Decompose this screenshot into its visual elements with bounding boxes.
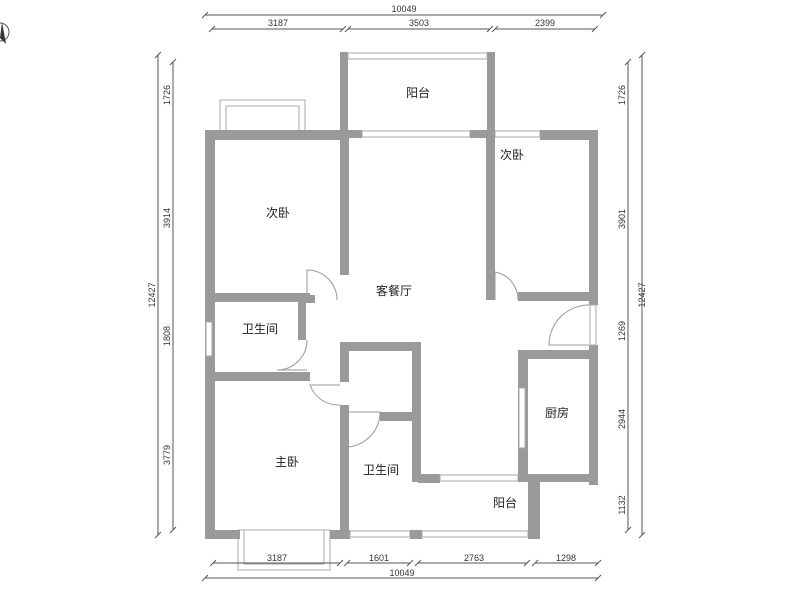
dim-right-4: 2944 xyxy=(617,409,627,429)
compass-icon xyxy=(0,22,10,44)
dimension-tick xyxy=(599,11,607,19)
dim-top-1: 3187 xyxy=(268,18,288,28)
dimension-tick xyxy=(624,526,632,534)
dim-bottom-4: 1298 xyxy=(556,553,576,563)
dimension-tick xyxy=(169,526,177,534)
dim-right-2: 3901 xyxy=(617,209,627,229)
dimension-lines xyxy=(154,11,646,582)
dimension-tick xyxy=(201,574,209,582)
dimension-tick xyxy=(339,25,347,33)
dim-top-total: 10049 xyxy=(391,4,416,14)
dimension-tick xyxy=(523,559,531,567)
dimension-tick xyxy=(594,559,602,567)
door-swings xyxy=(276,269,590,448)
dim-left-4: 3779 xyxy=(162,445,172,465)
dim-right-total: 12427 xyxy=(637,282,647,307)
room-label-balcony-bottom: 阳台 xyxy=(493,495,517,510)
room-label-bathroom-left: 卫生间 xyxy=(242,322,278,336)
dim-left-1: 1726 xyxy=(162,85,172,105)
dim-left-3: 1808 xyxy=(162,326,172,346)
dimension-tick xyxy=(208,25,216,33)
dim-right-3: 1269 xyxy=(617,321,627,341)
dimension-tick xyxy=(344,25,352,33)
dimension-labels: 10049 3187 3503 2399 3187 1601 2763 1298… xyxy=(147,4,647,578)
room-label-living-dining: 客餐厅 xyxy=(376,283,412,298)
dimension-tick xyxy=(209,559,217,567)
room-label-master-bedroom: 主卧 xyxy=(275,455,299,469)
dimension-tick xyxy=(491,25,499,33)
room-label-bathroom-bottom: 卫生间 xyxy=(363,463,399,477)
dimension-tick xyxy=(638,531,646,539)
room-label-kitchen: 厨房 xyxy=(545,405,569,420)
bay-window-bottom-left xyxy=(237,529,331,571)
dimension-tick xyxy=(414,559,422,567)
dimension-tick xyxy=(343,559,351,567)
walls xyxy=(205,52,598,539)
dimension-tick xyxy=(154,51,162,59)
dimension-tick xyxy=(169,58,177,66)
dimension-tick xyxy=(624,58,632,66)
room-label-bedroom-right: 次卧 xyxy=(500,148,524,162)
dim-left-2: 3914 xyxy=(162,208,172,228)
dim-bottom-total: 10049 xyxy=(389,568,414,578)
dimension-tick xyxy=(336,559,344,567)
dim-bottom-2: 1601 xyxy=(369,553,389,563)
dim-top-3: 2399 xyxy=(535,18,555,28)
dimension-tick xyxy=(406,559,414,567)
dimension-tick xyxy=(594,574,602,582)
dimension-tick xyxy=(638,51,646,59)
dim-bottom-3: 2763 xyxy=(464,553,484,563)
dim-bottom-1: 3187 xyxy=(267,553,287,563)
dim-right-1: 1726 xyxy=(617,85,627,105)
dimension-tick xyxy=(154,531,162,539)
bay-window-top-left xyxy=(219,99,306,133)
dim-top-2: 3503 xyxy=(409,18,429,28)
room-label-balcony-top: 阳台 xyxy=(406,85,430,100)
dim-right-5: 1132 xyxy=(617,495,627,514)
dim-left-total: 12427 xyxy=(147,282,157,307)
dimension-tick xyxy=(591,25,599,33)
room-label-bedroom-left: 次卧 xyxy=(266,206,290,220)
dimension-tick xyxy=(486,25,494,33)
dimension-tick xyxy=(201,11,209,19)
dimension-tick xyxy=(531,559,539,567)
